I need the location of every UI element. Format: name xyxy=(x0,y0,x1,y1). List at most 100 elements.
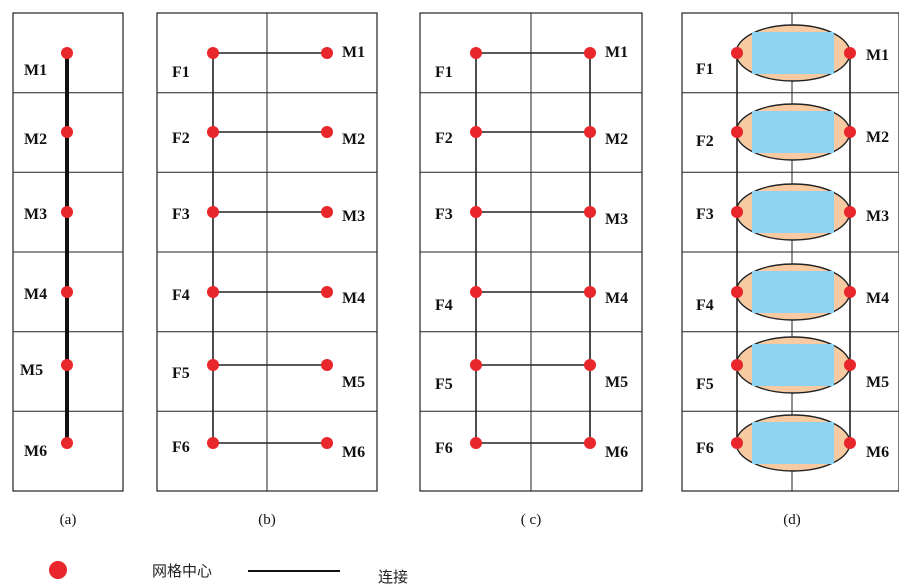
cell-core xyxy=(752,344,834,386)
node-f4 xyxy=(470,286,482,298)
node-f5 xyxy=(470,359,482,371)
node-m6 xyxy=(584,437,596,449)
node-f6 xyxy=(207,437,219,449)
label-f6: F6 xyxy=(435,440,453,457)
node-f4 xyxy=(207,286,219,298)
node-m5 xyxy=(61,359,73,371)
node-m3 xyxy=(61,206,73,218)
panel-d-m-nodes xyxy=(844,47,856,449)
panel-c-m-nodes xyxy=(584,47,596,449)
panel-d: F1 F2 F3 F4 F5 F6 M1 M2 M3 M4 M5 M6 xyxy=(681,12,899,492)
node-f1 xyxy=(731,47,743,59)
node-m1 xyxy=(584,47,596,59)
label-f4: F4 xyxy=(435,297,453,314)
legend-node-icon xyxy=(49,561,67,579)
label-f6: F6 xyxy=(172,439,190,456)
label-m2: M2 xyxy=(605,131,628,148)
label-f3: F3 xyxy=(172,206,190,223)
caption-b: (b) xyxy=(258,512,276,528)
panel-d-f-nodes xyxy=(731,47,743,449)
label-f2: F2 xyxy=(696,133,714,150)
panel-c: F1 F2 F3 F4 F5 F6 M1 M2 M3 M4 M5 M6 xyxy=(419,12,643,492)
label-f1: F1 xyxy=(696,61,714,78)
node-m4 xyxy=(844,286,856,298)
legend-line-label: 连接 xyxy=(378,568,408,584)
cell-core xyxy=(752,422,834,464)
panel-c-f-nodes xyxy=(470,47,482,449)
node-f2 xyxy=(731,126,743,138)
node-m2 xyxy=(844,126,856,138)
cell-core xyxy=(752,191,834,233)
node-m3 xyxy=(584,206,596,218)
node-m6 xyxy=(321,437,333,449)
label-m2: M2 xyxy=(866,129,889,146)
node-m1 xyxy=(321,47,333,59)
node-m4 xyxy=(61,286,73,298)
node-m3 xyxy=(321,206,333,218)
node-f6 xyxy=(470,437,482,449)
node-m3 xyxy=(844,206,856,218)
caption-a: (a) xyxy=(60,512,77,528)
cell-core xyxy=(752,32,834,74)
label-m1: M1 xyxy=(605,44,628,61)
node-f6 xyxy=(731,437,743,449)
label-m4: M4 xyxy=(24,286,47,303)
node-f5 xyxy=(731,359,743,371)
label-f2: F2 xyxy=(172,130,190,147)
label-f5: F5 xyxy=(172,365,190,382)
panel-b-grid xyxy=(157,13,377,491)
node-m2 xyxy=(61,126,73,138)
panel-d-cell-2 xyxy=(735,103,851,161)
label-m3: M3 xyxy=(342,208,365,225)
cell-core xyxy=(752,271,834,313)
node-f3 xyxy=(731,206,743,218)
panel-d-cell-4 xyxy=(735,263,851,321)
label-m1: M1 xyxy=(24,62,47,79)
label-f4: F4 xyxy=(696,297,714,314)
panel-a: M1 M2 M3 M4 M5 M6 xyxy=(12,12,124,492)
label-f3: F3 xyxy=(696,206,714,223)
panel-d-cell-1 xyxy=(735,24,851,82)
label-m3: M3 xyxy=(605,211,628,228)
label-m1: M1 xyxy=(342,44,365,61)
legend: 网格中心 连接 xyxy=(49,561,408,584)
node-m1 xyxy=(844,47,856,59)
label-f3: F3 xyxy=(435,206,453,223)
panel-c-connections xyxy=(476,52,590,444)
node-m2 xyxy=(321,126,333,138)
node-m1 xyxy=(61,47,73,59)
label-m1: M1 xyxy=(866,47,889,64)
label-m4: M4 xyxy=(605,290,628,307)
label-m2: M2 xyxy=(24,131,47,148)
panel-d-cell-5 xyxy=(735,336,851,394)
panel-b-connections xyxy=(213,52,327,444)
label-m3: M3 xyxy=(24,206,47,223)
label-f4: F4 xyxy=(172,287,190,304)
node-m2 xyxy=(584,126,596,138)
cell-core xyxy=(752,111,834,153)
label-m5: M5 xyxy=(866,374,889,391)
node-f3 xyxy=(470,206,482,218)
label-f5: F5 xyxy=(696,376,714,393)
panel-b-f-nodes xyxy=(207,47,219,449)
caption-d: (d) xyxy=(783,512,801,528)
label-m3: M3 xyxy=(866,208,889,225)
label-m5: M5 xyxy=(20,362,43,379)
label-m4: M4 xyxy=(866,290,889,307)
panel-b-m-nodes xyxy=(321,47,333,449)
label-m4: M4 xyxy=(342,290,365,307)
node-f2 xyxy=(207,126,219,138)
node-m6 xyxy=(61,437,73,449)
label-f6: F6 xyxy=(696,440,714,457)
label-m6: M6 xyxy=(866,444,889,461)
label-m2: M2 xyxy=(342,131,365,148)
node-f5 xyxy=(207,359,219,371)
node-f2 xyxy=(470,126,482,138)
panel-d-cell-6 xyxy=(735,414,851,472)
label-m6: M6 xyxy=(605,444,628,461)
panel-b: F1 F2 F3 F4 F5 F6 M1 M2 M3 M4 M5 M6 xyxy=(156,12,378,492)
node-m4 xyxy=(584,286,596,298)
panel-c-grid xyxy=(420,13,642,491)
node-m4 xyxy=(321,286,333,298)
